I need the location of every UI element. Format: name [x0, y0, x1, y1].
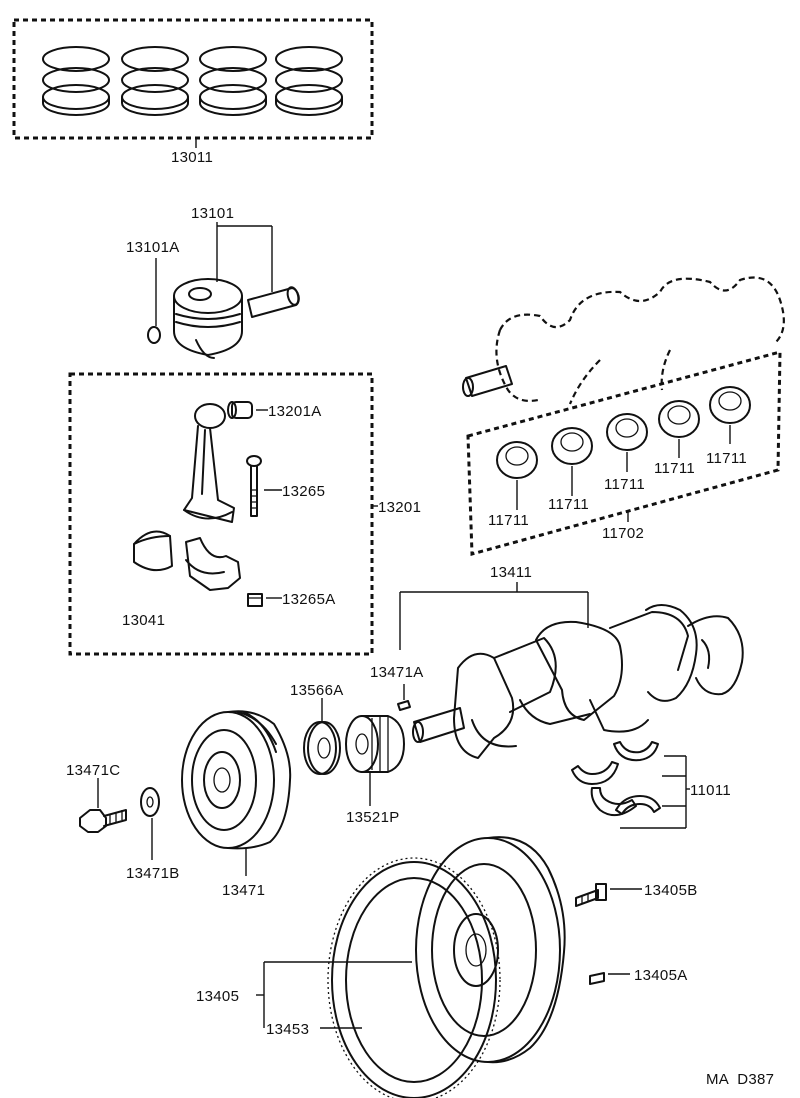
pulley-body [181, 710, 292, 850]
crankshaft[interactable]: 13411 13471A [370, 564, 744, 759]
label-13471C: 13471C [66, 762, 120, 779]
label-13521P: 13521P [346, 809, 400, 826]
label-11711-4: 11711 [654, 460, 695, 477]
label-13201: 13201 [378, 499, 421, 516]
timing-pulley-body [345, 715, 405, 773]
rod-bushing [227, 401, 253, 419]
label-13471: 13471 [222, 882, 265, 899]
flywheel-pin[interactable]: 13405A [589, 967, 688, 985]
label-13101: 13101 [191, 205, 234, 222]
main-bearing-3 [606, 413, 648, 451]
thrust-washer-4 [615, 795, 661, 815]
thrust-washer-3 [590, 787, 637, 817]
label-13201A: 13201A [268, 403, 322, 420]
piston[interactable]: 13101 13101A [126, 205, 300, 359]
label-13471A: 13471A [370, 664, 424, 681]
flywheel-body [415, 836, 566, 1064]
label-11711-5: 11711 [706, 450, 747, 467]
piston-body [173, 278, 243, 359]
main-bearing-5 [709, 386, 751, 424]
rod-bolt [246, 455, 262, 517]
ring-stack-1 [42, 46, 110, 116]
ring-stack-4 [275, 46, 343, 116]
crankshaft-pulley[interactable]: 13471 [181, 710, 292, 899]
rod-bearing [133, 530, 173, 572]
crankshaft-ghost-outline [495, 276, 785, 405]
crankshaft-nose-stub [462, 365, 513, 397]
label-13265: 13265 [282, 483, 325, 500]
label-13566A: 13566A [290, 682, 344, 699]
label-13041: 13041 [122, 612, 165, 629]
label-11702: 11702 [602, 525, 644, 542]
connecting-rod [183, 403, 235, 523]
label-13471B: 13471B [126, 865, 180, 882]
main-bearing-1 [496, 441, 538, 479]
crankshaft-bearing-set[interactable]: 11711 11711 11711 11711 11711 11702 [462, 276, 785, 556]
crankshaft-pulley-washer[interactable]: 13471B [126, 787, 180, 882]
ring-stack-3 [199, 46, 267, 116]
diagram-code: MA D387 [706, 1071, 774, 1088]
label-13411: 13411 [490, 564, 532, 581]
ring-gear-body [327, 857, 501, 1098]
ring-stack-2 [121, 46, 189, 116]
thrust-washer-1 [571, 761, 619, 785]
crankshaft-key [397, 700, 411, 711]
snap-ring [147, 326, 161, 344]
label-13453: 13453 [266, 1021, 309, 1038]
label-13405: 13405 [196, 988, 239, 1005]
rod-cap [185, 537, 241, 591]
crankshaft-body [412, 604, 744, 759]
label-13011: 13011 [171, 149, 213, 166]
label-11711-2: 11711 [548, 496, 589, 513]
piston-pin [247, 286, 300, 318]
label-11011: 11011 [690, 782, 731, 799]
thrust-washer-2 [613, 741, 659, 762]
label-13265A: 13265A [282, 591, 336, 608]
thrust-washer-set[interactable]: 11011 [571, 741, 731, 829]
main-bearing-4 [658, 400, 700, 438]
flywheel[interactable]: 13405 [196, 836, 566, 1064]
label-13101A: 13101A [126, 239, 180, 256]
piston-ring-set[interactable]: 13011 [12, 18, 374, 166]
crankshaft-timing-pulley[interactable]: 13521P [345, 715, 405, 826]
label-13405B: 13405B [644, 882, 698, 899]
flywheel-bolt[interactable]: 13405B [575, 882, 698, 907]
crankshaft-pulley-set-plate[interactable]: 13566A [290, 682, 344, 775]
label-11711-1: 11711 [488, 512, 529, 529]
connecting-rod-assy[interactable]: 13201A 13265 13201 13041 13265A [68, 372, 421, 656]
crankshaft-pulley-bolt[interactable]: 13471C [66, 762, 127, 833]
label-13405A: 13405A [634, 967, 688, 984]
rod-nut [247, 593, 263, 607]
label-11711-3: 11711 [604, 476, 645, 493]
set-plate-body [303, 721, 341, 775]
ring-gear[interactable]: 13453 [266, 857, 501, 1098]
main-bearing-2 [551, 427, 593, 465]
